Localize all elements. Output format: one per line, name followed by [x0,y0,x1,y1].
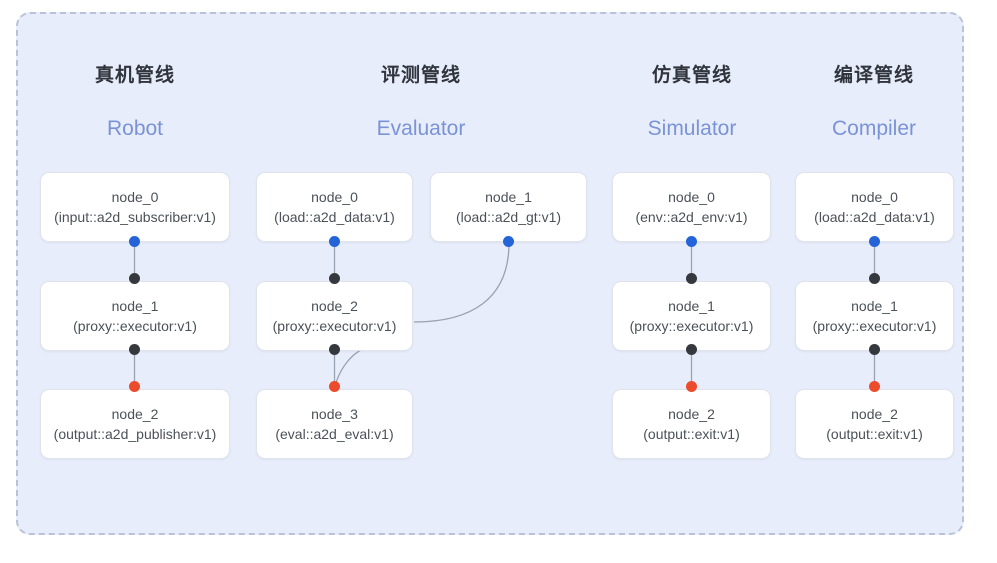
port-in-icon-simulator-2[interactable] [686,381,697,392]
node-compiler-2[interactable]: node_2 (output::exit:v1) [795,389,954,459]
port-out-icon-evaluator-2[interactable] [329,344,340,355]
node-name: node_0 [851,189,898,205]
node-name: node_1 [668,298,715,314]
node-name: node_2 [851,406,898,422]
port-in-icon-evaluator-2[interactable] [329,273,340,284]
node-type: (output::a2d_publisher:v1) [53,426,217,442]
node-type: (output::exit:v1) [643,426,740,442]
node-type: (proxy::executor:v1) [73,318,197,334]
node-name: node_2 [111,406,159,422]
node-compiler-0[interactable]: node_0 (load::a2d_data:v1) [795,172,954,242]
port-in-icon-evaluator-1[interactable] [503,236,514,247]
port-in-icon-evaluator-0[interactable] [329,236,340,247]
node-robot-1[interactable]: node_1 (proxy::executor:v1) [40,281,230,351]
node-simulator-0[interactable]: node_0 (env::a2d_env:v1) [612,172,771,242]
node-simulator-2[interactable]: node_2 (output::exit:v1) [612,389,771,459]
node-type: (output::exit:v1) [826,426,923,442]
node-type: (proxy::executor:v1) [629,318,754,334]
port-out-icon-simulator-1[interactable] [686,344,697,355]
node-type: (load::a2d_data:v1) [274,209,395,225]
node-name: node_0 [668,189,715,205]
node-compiler-1[interactable]: node_1 (proxy::executor:v1) [795,281,954,351]
port-in-icon-compiler-1[interactable] [869,273,880,284]
node-type: (input::a2d_subscriber:v1) [54,209,216,225]
port-in-icon-evaluator-3[interactable] [329,381,340,392]
node-name: node_0 [311,189,358,205]
port-out-icon-compiler-1[interactable] [869,344,880,355]
node-name: node_1 [485,189,532,205]
port-out-icon-robot-1[interactable] [129,344,140,355]
port-in-icon-simulator-1[interactable] [686,273,697,284]
node-simulator-1[interactable]: node_1 (proxy::executor:v1) [612,281,771,351]
node-type: (proxy::executor:v1) [272,318,397,334]
node-name: node_2 [311,298,358,314]
node-evaluator-3[interactable]: node_3 (eval::a2d_eval:v1) [256,389,413,459]
node-name: node_1 [851,298,898,314]
port-in-icon-simulator-0[interactable] [686,236,697,247]
port-in-icon-robot-0[interactable] [129,236,140,247]
port-in-icon-compiler-0[interactable] [869,236,880,247]
node-name: node_2 [668,406,715,422]
node-name: node_3 [311,406,358,422]
node-type: (proxy::executor:v1) [812,318,937,334]
node-name: node_1 [111,298,159,314]
node-type: (env::a2d_env:v1) [635,209,748,225]
node-name: node_0 [111,189,159,205]
port-in-icon-robot-2[interactable] [129,381,140,392]
node-robot-0[interactable]: node_0 (input::a2d_subscriber:v1) [40,172,230,242]
node-type: (eval::a2d_eval:v1) [275,426,394,442]
node-evaluator-2[interactable]: node_2 (proxy::executor:v1) [256,281,413,351]
node-evaluator-0[interactable]: node_0 (load::a2d_data:v1) [256,172,413,242]
port-in-icon-robot-1[interactable] [129,273,140,284]
node-type: (load::a2d_gt:v1) [455,209,562,225]
node-robot-2[interactable]: node_2 (output::a2d_publisher:v1) [40,389,230,459]
node-evaluator-1[interactable]: node_1 (load::a2d_gt:v1) [430,172,587,242]
port-in-icon-compiler-2[interactable] [869,381,880,392]
node-type: (load::a2d_data:v1) [814,209,935,225]
